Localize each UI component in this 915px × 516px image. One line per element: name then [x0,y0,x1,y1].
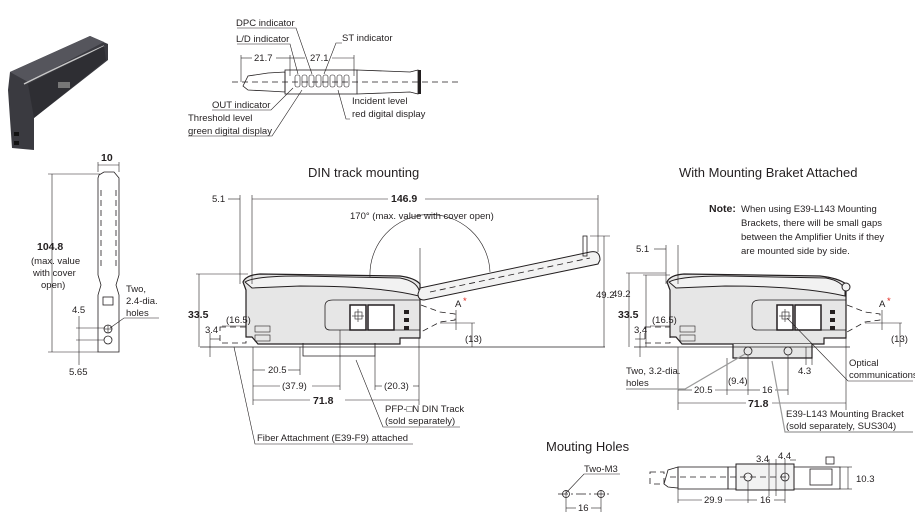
top-view: 21.7 27.1 DPC indicator L/D indicator ST… [188,18,460,137]
dim-10-3: 10.3 [856,474,875,485]
bracket-dim-5-1: 5.1 [636,244,649,255]
product-photo [8,36,108,150]
dim-4-5: 4.5 [72,305,85,316]
bracket-dim-4-3: 4.3 [798,366,811,377]
din-track-callout-2: (sold separately) [385,416,455,427]
label-st-indicator: ST indicator [342,33,393,44]
mounting-holes-view: Mouting Holes Two-M3 16 3.4 4.4 29 [546,439,875,514]
din-dim-16-5: (16.5) [226,315,251,326]
label-threshold-2: green digital display [188,126,272,137]
din-dim-71-8: 71.8 [313,395,334,407]
note-line-4: are mounted side by side. [741,246,850,257]
bracket-dim-16-5: (16.5) [652,315,677,326]
bracket-dim-20-5: 20.5 [694,385,713,396]
bracket-holes-callout-1: Two, 3.2-dia. [626,366,680,377]
din-dim-37-9: (37.9) [282,381,307,392]
dim-27-1: 27.1 [310,53,329,64]
din-a-label: A [455,299,462,310]
bracket-dim-71-8: 71.8 [748,398,769,410]
side-view: 10 104.8 (max. value with cover open) 4.… [31,152,159,378]
bracket-callout-2: (sold separately, SUS304) [786,421,896,432]
dim-height-104-8: 104.8 [37,241,63,253]
dim-16: 16 [760,495,771,506]
label-out-indicator: OUT indicator [212,100,270,111]
screw-label: Two-M3 [584,464,618,475]
label-dpc-indicator: DPC indicator [236,18,295,29]
display-digits [294,74,350,88]
bracket-dim-9-4: (9.4) [728,376,748,387]
din-track-view: DIN track mounting 170° (max. value with… [188,165,615,445]
note-line-3: between the Amplifier Units if they [741,232,884,243]
optical-callout-1: Optical [849,358,879,369]
label-incident-2: red digital display [352,109,426,120]
din-a-mark: * [463,296,467,307]
bracket-callout-1: E39-L143 Mounting Bracket [786,409,904,420]
dim-29-9: 29.9 [704,495,723,506]
note-line-1: When using E39-L143 Mounting [741,204,877,215]
bracket-holes-callout-2: holes [626,378,649,389]
label-incident-1: Incident level [352,96,407,107]
din-dim-3-4: 3.4 [205,325,218,336]
note-line-2: Brackets, there will be small gaps [741,218,882,229]
bracket-title: With Mounting Braket Attached [679,165,857,180]
bracket-dim-16: 16 [762,385,773,396]
height-note-3: open) [41,280,65,291]
note-label: Note: [709,203,736,215]
hole-pitch-16: 16 [578,503,589,514]
din-dim-146-9: 146.9 [391,193,417,205]
din-dim-20-3: (20.3) [384,381,409,392]
optical-callout-2: communications [849,370,915,381]
holes-note-1: Two, [126,284,146,295]
dim-width-10: 10 [101,152,113,164]
din-fiber-callout: Fiber Attachment (E39-F9) attached [257,433,408,444]
bracket-dim-3-4: 3.4 [634,325,647,336]
label-ld-indicator: L/D indicator [236,34,289,45]
holes-note-3: holes [126,308,149,319]
din-dim-33-5: 33.5 [188,309,209,321]
din-dim-13: (13) [465,334,482,345]
height-note-2: with cover [32,268,76,279]
din-dim-5-1: 5.1 [212,194,225,205]
din-dim-20-5: 20.5 [268,365,287,376]
holes-note-2: 2.4-dia. [126,296,158,307]
height-note-1: (max. value [31,256,80,267]
dim-3-4: 3.4 [756,454,769,465]
bracket-dim-49-2: 49.2 [612,289,631,300]
bracket-view: With Mounting Braket Attached Note: When… [612,165,915,433]
din-track-callout-1: PFP-□N DIN Track [385,404,464,415]
dim-21-7: 21.7 [254,53,273,64]
dim-5-65: 5.65 [69,367,88,378]
mounting-holes-title: Mouting Holes [546,439,630,454]
bracket-dim-33-5: 33.5 [618,309,639,321]
bracket-a-mark: * [887,296,891,307]
bracket-dim-13: (13) [891,334,908,345]
din-dim-49-2: 49.2 [596,290,615,301]
bracket-a-label: A [879,299,886,310]
dim-4-4: 4.4 [778,451,791,462]
label-threshold-1: Threshold level [188,113,252,124]
din-angle-note: 170° (max. value with cover open) [350,211,494,222]
din-title: DIN track mounting [308,165,419,180]
